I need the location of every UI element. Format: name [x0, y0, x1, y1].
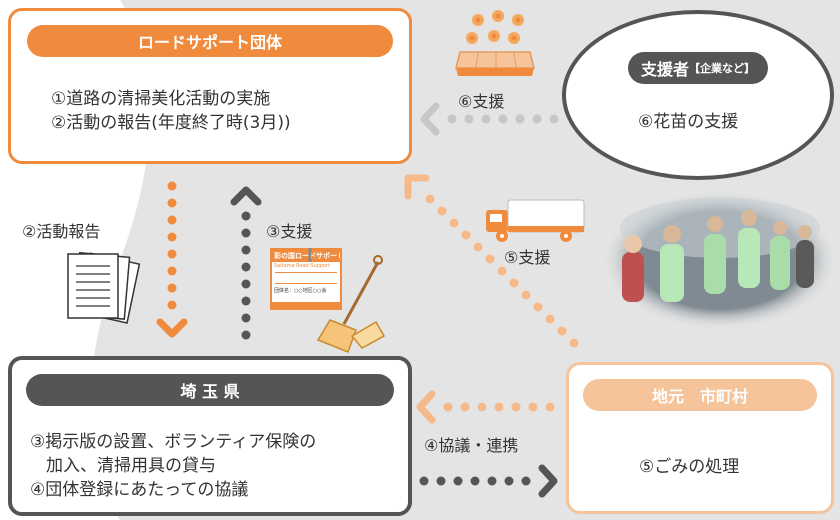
- road-support-title: ロードサポート団体: [27, 25, 393, 57]
- prefecture-line2: 加入、清掃用具の貸与: [46, 456, 216, 476]
- road-support-line2: ②活動の報告(年度終了時(3月)): [51, 113, 291, 133]
- support5-label: ⑤支援: [504, 248, 551, 267]
- signboard-group: 団体名：○○地区○○会: [274, 288, 327, 294]
- pref-to-muni-arrow: [419, 464, 558, 498]
- prefecture-line1: ③掲示版の設置、ボランティア保険の: [30, 432, 317, 452]
- signboard-footer: [272, 302, 340, 308]
- signboard-lines: [275, 272, 337, 284]
- road-support-line1: ①道路の清掃美化活動の実施: [51, 89, 271, 109]
- supporter-title-note: 【企業など】: [689, 62, 755, 75]
- muni-to-pref-arrow: [416, 390, 555, 424]
- municipality-title: 地元 市町村: [583, 379, 817, 411]
- signboard-subtitle: Saitama Road Support: [274, 263, 331, 269]
- signboard-title: 彩の国ロードサポート: [272, 250, 340, 262]
- municipality-line1: ⑤ごみの処理: [639, 457, 740, 477]
- supporter-title-main: 支援者: [640, 60, 689, 79]
- supporter-line1: ⑥花苗の支援: [638, 112, 739, 132]
- consult-label: ④協議・連携: [424, 436, 519, 455]
- support6-label: ⑥支援: [458, 92, 505, 111]
- documents-icon: [67, 251, 141, 324]
- broom-icon: [308, 248, 386, 353]
- support3-label: ③支援: [266, 222, 313, 241]
- support5-arrow: [404, 174, 579, 348]
- report-arrow: [156, 181, 188, 338]
- truck-icon: [486, 199, 585, 242]
- flower-tray-icon: [455, 10, 535, 76]
- support3-arrow: [230, 186, 262, 340]
- signboard-icon: 彩の国ロードサポート Saitama Road Support 団体名：○○地区…: [270, 248, 342, 310]
- road-support-box: ロードサポート団体 ①道路の清掃美化活動の実施 ②活動の報告(年度終了時(3月)…: [8, 8, 412, 164]
- supporter-title: 支援者【企業など】: [628, 52, 768, 84]
- volunteers-photo: [602, 190, 838, 330]
- prefecture-box: 埼 玉 県 ③掲示版の設置、ボランティア保険の 加入、清掃用具の貸与 ④団体登録…: [8, 356, 412, 516]
- prefecture-line3: ④団体登録にあたっての協議: [30, 480, 249, 500]
- supporter-ellipse: 支援者【企業など】 ⑥花苗の支援: [562, 10, 834, 180]
- support6-arrow: [420, 102, 559, 136]
- municipality-box: 地元 市町村 ⑤ごみの処理: [566, 362, 834, 514]
- prefecture-title: 埼 玉 県: [26, 374, 394, 406]
- report-label: ②活動報告: [22, 222, 101, 241]
